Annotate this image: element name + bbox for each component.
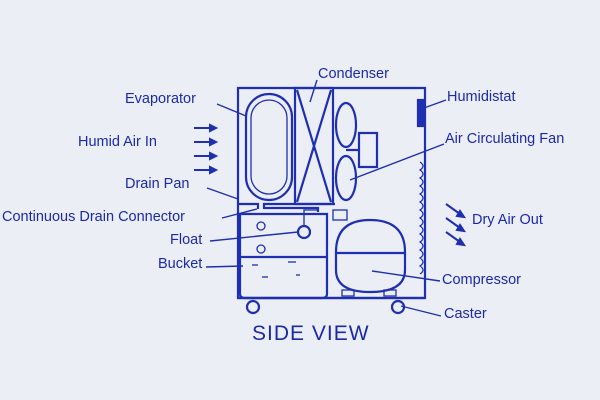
label-float: Float: [170, 232, 202, 248]
dry-air-out-arrows: [445, 203, 467, 247]
label-drain-pan: Drain Pan: [125, 176, 189, 192]
label-caster: Caster: [444, 306, 487, 322]
label-condenser: Condenser: [318, 66, 389, 82]
label-fan: Air Circulating Fan: [445, 131, 564, 147]
label-compressor: Compressor: [442, 272, 521, 288]
drain-connector-box: [332, 209, 348, 221]
label-humidistat: Humidistat: [447, 89, 516, 105]
label-humid-air-in: Humid Air In: [78, 134, 157, 150]
label-drain-connector: Continuous Drain Connector: [2, 209, 185, 225]
label-evaporator: Evaporator: [125, 91, 196, 107]
humidistat-component: [416, 98, 426, 128]
air-circulating-fan: [334, 101, 379, 202]
casters: [245, 299, 406, 315]
humid-air-in-arrows: [194, 123, 219, 175]
bucket: [238, 212, 329, 300]
label-dry-air-out: Dry Air Out: [472, 212, 543, 228]
condenser-coil: [293, 86, 335, 206]
drain-pan: [238, 202, 335, 212]
label-bucket: Bucket: [158, 256, 202, 272]
compressor-unit: [334, 218, 407, 297]
housing: [236, 86, 427, 300]
diagram-title: SIDE VIEW: [252, 322, 370, 345]
evaporator-coil: [244, 92, 294, 202]
leader-lines: [205, 79, 447, 317]
exhaust-louvers: [418, 161, 424, 275]
